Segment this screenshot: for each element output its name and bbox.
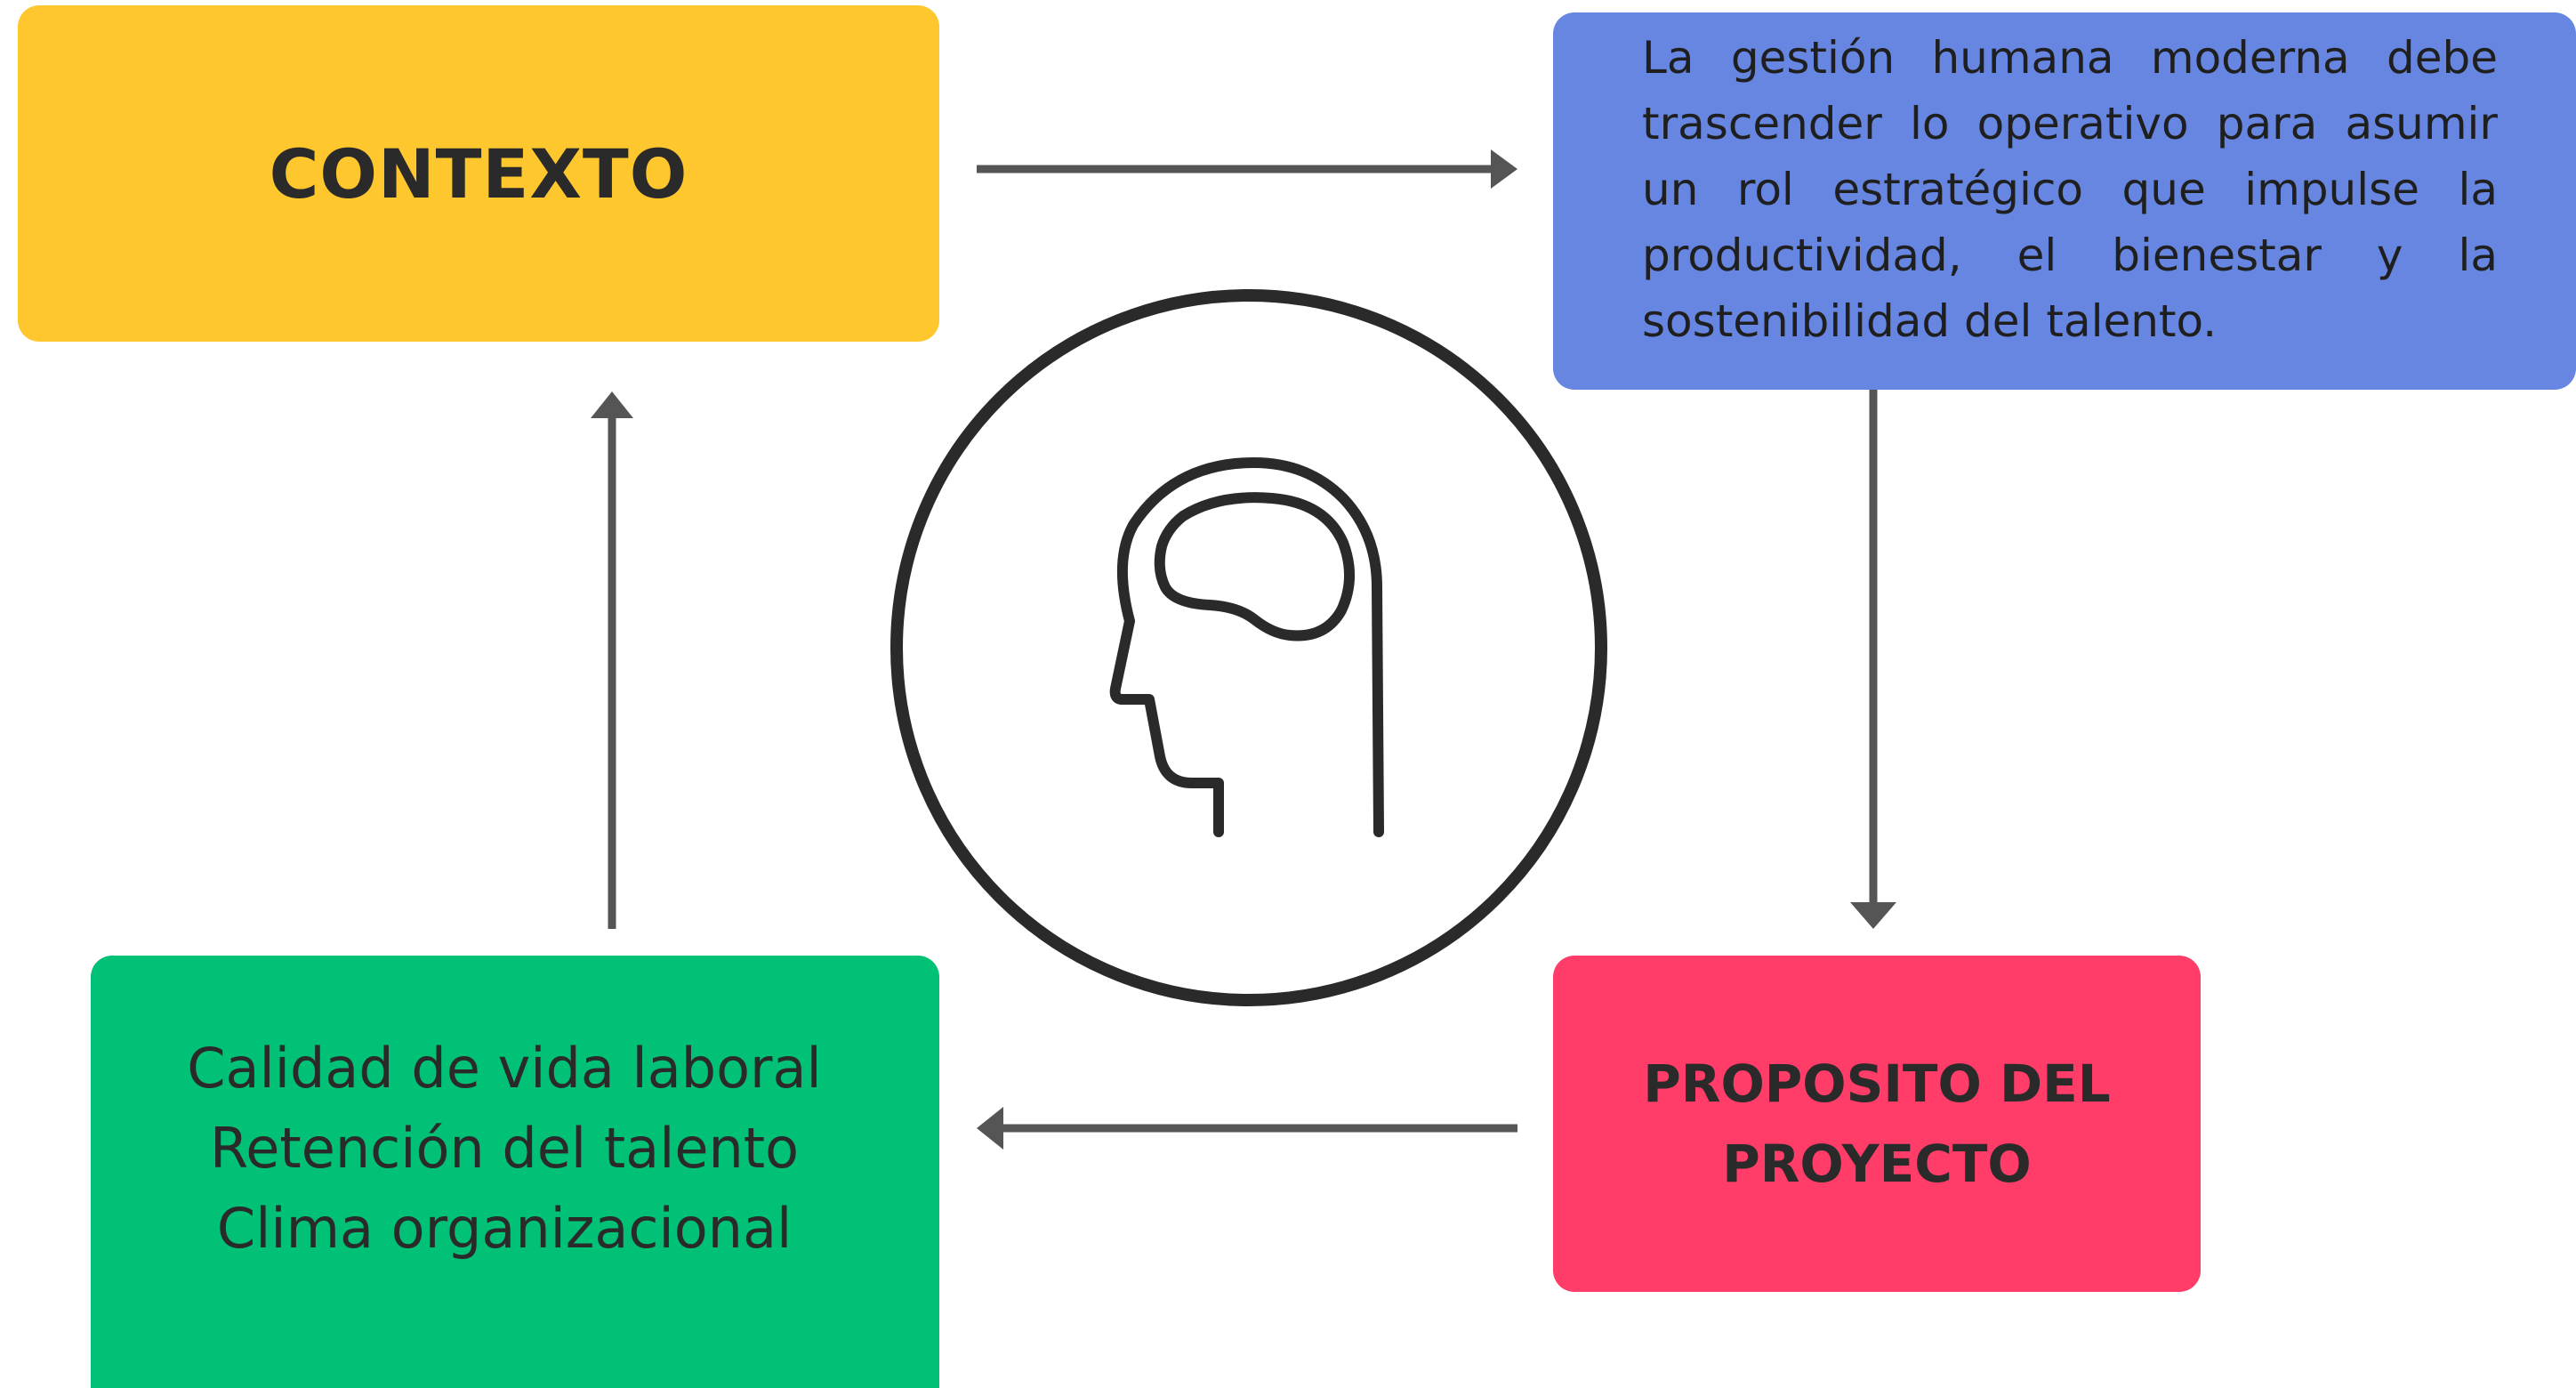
description-text: La gestión humana moderna debe trascende… (1642, 32, 2498, 347)
arrow-context-to-description (977, 149, 1517, 189)
arrow-description-to-purpose (1850, 390, 1896, 929)
results-line-2: Retención del talento (209, 1116, 800, 1181)
arrow-results-to-context (591, 391, 633, 929)
results-line-1: Calidad de vida laboral (187, 1036, 822, 1101)
purpose-title: PROPOSITO DEL PROYECTO (1643, 1053, 2111, 1194)
node-context: CONTEXTO (18, 5, 939, 342)
arrow-purpose-to-results (977, 1107, 1517, 1150)
node-results: Calidad de vida laboral Retención del ta… (91, 956, 939, 1388)
head-brain-icon (890, 289, 1607, 1006)
results-line-3: Clima organizacional (216, 1196, 793, 1261)
node-description: La gestión humana moderna debe trascende… (1553, 12, 2576, 390)
context-title: CONTEXTO (269, 133, 688, 214)
node-purpose: PROPOSITO DEL PROYECTO (1553, 956, 2201, 1292)
